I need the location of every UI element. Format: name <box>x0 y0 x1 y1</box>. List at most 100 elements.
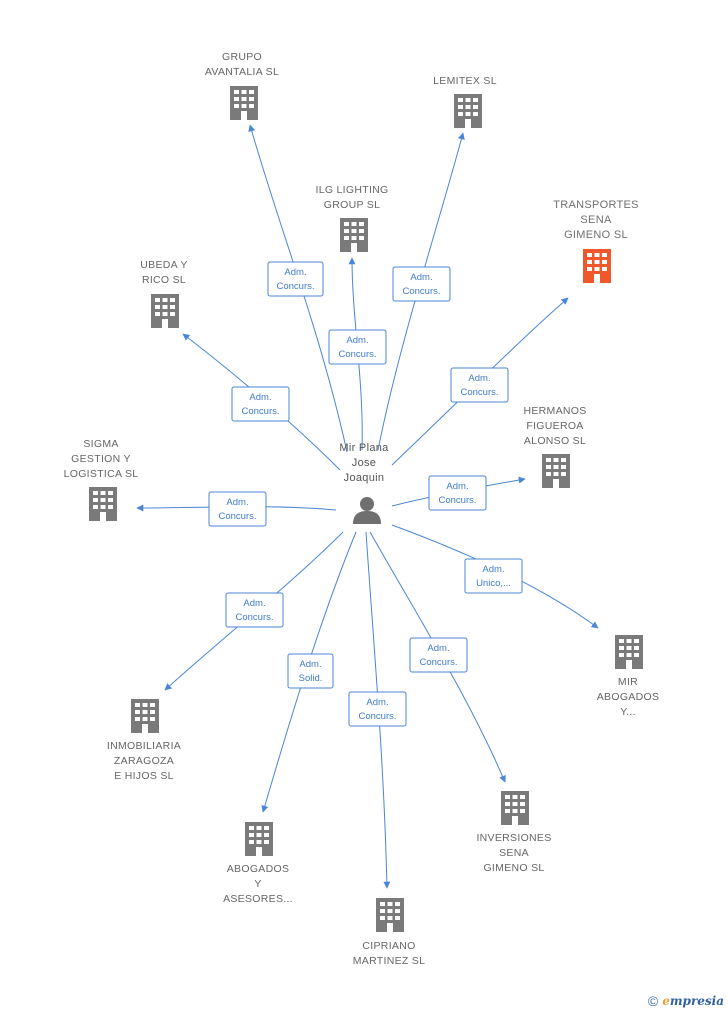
company-name: ALONSO SL <box>524 435 586 447</box>
relation-text: Adm. <box>249 392 271 403</box>
company-name: LEMITEX SL <box>433 75 497 87</box>
company-name: ASESORES... <box>223 893 293 905</box>
relation-text: Adm. <box>410 272 432 283</box>
relation-text: Concurs. <box>218 511 256 522</box>
company-name: AVANTALIA SL <box>205 66 279 78</box>
building-icon <box>454 94 482 128</box>
relation-label-grupo[interactable]: Adm. Concurs. <box>267 261 324 297</box>
company-node-grupo[interactable]: GRUPO AVANTALIA SL <box>205 51 279 120</box>
brand-logo: empresia <box>662 994 724 1008</box>
relation-text: Adm. <box>299 659 321 670</box>
company-node-abogados[interactable]: ABOGADOS Y ASESORES... <box>223 822 293 905</box>
building-icon <box>583 249 611 283</box>
person-name: Mir Plana <box>339 442 389 454</box>
relation-label-mir[interactable]: Adm. Unico,... <box>464 558 523 594</box>
relation-text: Adm. <box>427 643 449 654</box>
company-name: HERMANOS <box>523 405 586 417</box>
company-name: LOGISTICA SL <box>64 468 139 480</box>
company-name: ABOGADOS <box>597 691 660 703</box>
relation-text: Concurs. <box>460 387 498 398</box>
company-node-ilg[interactable]: ILG LIGHTING GROUP SL <box>315 184 388 252</box>
relation-text: Concurs. <box>338 349 376 360</box>
relation-text: Adm. <box>468 373 490 384</box>
company-node-inmobiliaria[interactable]: INMOBILIARIA ZARAGOZA E HIJOS SL <box>107 699 181 782</box>
company-node-cipriano[interactable]: CIPRIANO MARTINEZ SL <box>353 898 426 967</box>
company-node-ubeda[interactable]: UBEDA Y RICO SL <box>140 259 187 328</box>
building-icon <box>230 86 258 120</box>
company-node-sigma[interactable]: SIGMA GESTION Y LOGISTICA SL <box>64 438 139 521</box>
company-name: RICO SL <box>142 274 186 286</box>
company-name: INMOBILIARIA <box>107 740 181 752</box>
relation-text: Concurs. <box>438 495 476 506</box>
company-name: GIMENO SL <box>564 229 628 241</box>
copyright-icon: © <box>647 993 659 1009</box>
building-icon <box>151 294 179 328</box>
relation-text: Adm. <box>482 564 504 575</box>
company-name: E HIJOS SL <box>114 770 174 782</box>
relation-text: Adm. <box>226 497 248 508</box>
relation-label-inmobiliaria[interactable]: Adm. Concurs. <box>225 592 284 628</box>
company-name: SIGMA <box>83 438 118 450</box>
company-name: MIR <box>618 676 638 688</box>
company-nodes-layer: GRUPO AVANTALIA SL LEMITEX SL ILG LIGHTING G… <box>64 51 660 967</box>
relation-text: Concurs. <box>235 612 273 623</box>
company-name: CIPRIANO <box>362 940 415 952</box>
company-node-lemitex[interactable]: LEMITEX SL <box>433 75 497 128</box>
building-icon <box>501 791 529 825</box>
relation-label-transportes[interactable]: Adm. Concurs. <box>450 367 509 403</box>
relation-label-sigma[interactable]: Adm. Concurs. <box>208 491 267 527</box>
relation-text: Solid. <box>299 673 323 684</box>
building-icon <box>340 218 368 252</box>
relation-label-ubeda[interactable]: Adm. Concurs. <box>231 386 290 422</box>
relation-label-hermanos[interactable]: Adm. Concurs. <box>428 475 487 511</box>
company-name: SENA <box>580 214 612 226</box>
company-name: ABOGADOS <box>227 863 290 875</box>
company-node-transportes[interactable]: TRANSPORTES SENA GIMENO SL <box>553 199 639 283</box>
relation-text: Adm. <box>284 267 306 278</box>
company-node-inversiones[interactable]: INVERSIONES SENA GIMENO SL <box>476 791 551 874</box>
building-icon <box>89 487 117 521</box>
person-icon <box>353 497 381 524</box>
relation-text: Unico,... <box>476 578 511 589</box>
company-name: SENA <box>499 847 529 859</box>
building-icon <box>131 699 159 733</box>
company-name: Y... <box>620 706 636 718</box>
company-node-mir[interactable]: MIR ABOGADOS Y... <box>597 635 660 718</box>
relation-text: Concurs. <box>402 286 440 297</box>
company-name: GIMENO SL <box>483 862 544 874</box>
relation-label-lemitex[interactable]: Adm. Concurs. <box>392 266 451 302</box>
company-node-hermanos[interactable]: HERMANOS FIGUEROA ALONSO SL <box>523 405 586 488</box>
relation-label-ilg[interactable]: Adm. Concurs. <box>328 329 387 365</box>
company-name: UBEDA Y <box>140 259 187 271</box>
relation-text: Concurs. <box>241 406 279 417</box>
company-name: ZARAGOZA <box>114 755 174 767</box>
relation-text: Concurs. <box>276 281 314 292</box>
company-name: INVERSIONES <box>476 832 551 844</box>
relation-labels-layer: Adm.Concurs.Adm.Concurs.Adm.Concurs.Adm.… <box>208 261 523 727</box>
relation-text: Concurs. <box>358 711 396 722</box>
company-name: ILG LIGHTING <box>315 184 388 196</box>
footer-brand[interactable]: © empresia <box>648 993 724 1009</box>
person-name: Joaquin <box>344 472 385 484</box>
building-icon <box>615 635 643 669</box>
relation-text: Adm. <box>346 335 368 346</box>
company-name: GESTION Y <box>71 453 131 465</box>
company-name: TRANSPORTES <box>553 199 639 211</box>
relation-label-abogados[interactable]: Adm. Solid. <box>287 653 334 689</box>
relation-label-cipriano[interactable]: Adm. Concurs. <box>348 691 407 727</box>
relation-text: Adm. <box>243 598 265 609</box>
building-icon <box>245 822 273 856</box>
relation-text: Adm. <box>366 697 388 708</box>
relation-text: Adm. <box>446 481 468 492</box>
building-icon <box>376 898 404 932</box>
company-name: GROUP SL <box>324 199 380 211</box>
building-icon <box>542 454 570 488</box>
company-name: FIGUEROA <box>526 420 583 432</box>
relation-text: Concurs. <box>419 657 457 668</box>
relation-label-inversiones[interactable]: Adm. Concurs. <box>409 637 468 673</box>
company-name: Y <box>254 878 261 890</box>
company-name: MARTINEZ SL <box>353 955 426 967</box>
company-name: GRUPO <box>222 51 262 63</box>
